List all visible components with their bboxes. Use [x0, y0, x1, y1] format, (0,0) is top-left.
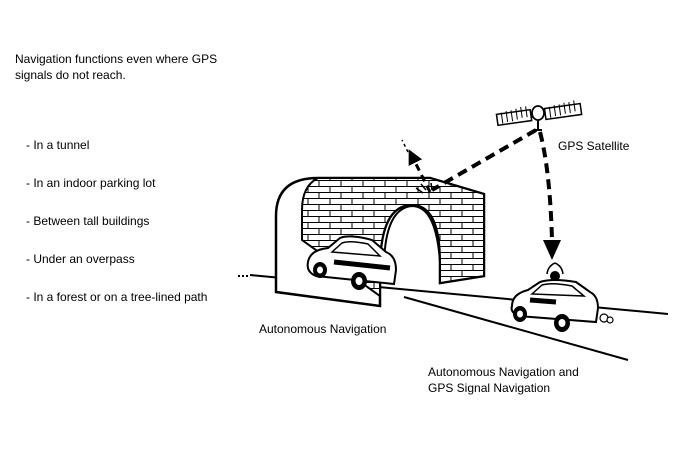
autonomous-navigation-label: Autonomous Navigation [259, 322, 387, 336]
situation-list: - In a tunnel - In an indoor parking lot… [26, 138, 207, 328]
signal-paths [401, 128, 561, 260]
intro-text: Navigation functions even where GPS sign… [15, 51, 217, 83]
situation-item: - Between tall buildings [26, 214, 150, 228]
satellite-label: GPS Satellite [558, 139, 630, 153]
intro-line-2: signals do not reach. [15, 68, 126, 82]
situation-item: - In a tunnel [26, 138, 90, 152]
combined-label-line-1: Autonomous Navigation and [428, 365, 579, 379]
tunnel [274, 176, 486, 308]
combined-navigation-label: Autonomous Navigation and GPS Signal Nav… [428, 364, 579, 396]
situation-item: - In a forest or on a tree-lined path [26, 290, 208, 304]
satellite-icon [495, 100, 583, 131]
intro-line-1: Navigation functions even where GPS [15, 52, 218, 66]
car-on-road [510, 262, 614, 332]
situation-item: - In an indoor parking lot [26, 176, 156, 190]
car-in-tunnel [306, 235, 398, 290]
situation-item: - Under an overpass [26, 252, 135, 266]
combined-label-line-2: GPS Signal Navigation [428, 381, 551, 395]
